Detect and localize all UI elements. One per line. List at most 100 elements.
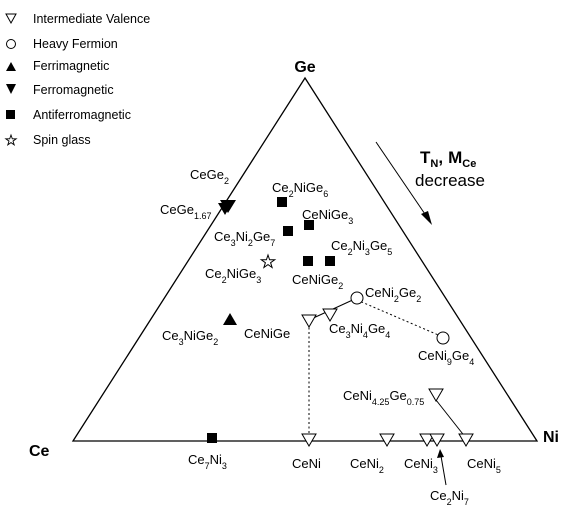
- formula-text: CeNi: [365, 285, 394, 300]
- formula-text: Ge: [370, 238, 387, 253]
- formula-subscript: 4: [469, 357, 474, 367]
- marker-ce2nige3: [259, 253, 277, 269]
- formula-subscript: 9: [447, 357, 452, 367]
- ternary-triangle: [71, 76, 539, 442]
- compound-label: Ce7Ni3: [188, 452, 227, 471]
- pointer-ce2ni7-head: [437, 449, 444, 458]
- compound-label: Ce3Ni4Ge4: [329, 321, 390, 340]
- formula-text: NiGe: [227, 266, 257, 281]
- compound-label: Ce2Ni3Ge5: [331, 238, 392, 257]
- formula-text: Ge: [452, 348, 469, 363]
- legend-marker-antiferromagnetic: [6, 110, 15, 119]
- legend-marker-ferrimagnetic: [6, 62, 16, 71]
- compound-label: CeNi: [292, 456, 321, 471]
- compound-label: CeNiGe3: [302, 207, 353, 226]
- legend-marker-spin-glass: [4, 133, 18, 147]
- formula-text: Ge: [253, 229, 270, 244]
- legend-label: Heavy Fermion: [33, 37, 118, 51]
- legend-marker-intermediate-valence: [5, 13, 17, 25]
- formula-subscript: 2: [222, 275, 227, 285]
- compound-label: Ce2Ni7: [430, 488, 469, 507]
- formula-text: Ni: [236, 229, 248, 244]
- formula-subscript: 3: [179, 337, 184, 347]
- formula-text: CeNiGe: [244, 326, 290, 341]
- formula-text: CeGe: [190, 167, 224, 182]
- compound-label: CeNi3: [404, 456, 438, 475]
- marker-ceni3-b: [429, 433, 445, 447]
- formula-text: CeNi: [292, 456, 321, 471]
- marker-ce3ni2ge7: [283, 226, 293, 236]
- compound-label: Ce2NiGe3: [205, 266, 261, 285]
- formula-text: CeNiGe: [302, 207, 348, 222]
- formula-subscript: 2: [348, 247, 353, 257]
- formula-text: Ni: [351, 321, 363, 336]
- formula-text: Ni: [353, 238, 365, 253]
- trend-arrow-shaft: [375, 141, 430, 221]
- tie-line-ceni425-ceni5: [435, 399, 467, 439]
- formula-text: Ce: [272, 180, 289, 195]
- marker-cege167: [218, 203, 232, 215]
- formula-subscript: 4: [363, 330, 368, 340]
- marker-ceni9ge4: [436, 331, 450, 345]
- formula-text: CeNi: [404, 456, 433, 471]
- formula-subscript: 2: [416, 294, 421, 304]
- formula-text: Ge: [399, 285, 416, 300]
- legend-label: Ferrimagnetic: [33, 59, 109, 73]
- formula-text: Ge: [389, 388, 406, 403]
- formula-subscript: 5: [387, 247, 392, 257]
- formula-text: Ni: [452, 488, 464, 503]
- formula-subscript: 1.67: [194, 211, 212, 221]
- compound-label: CeGe1.67: [160, 202, 212, 221]
- compound-label: CeNi2Ge2: [365, 285, 421, 304]
- formula-subscript: 2: [379, 465, 384, 475]
- marker-ce2nige6: [277, 197, 287, 207]
- compound-label: Ce2NiGe6: [272, 180, 328, 199]
- formula-text: CeNi: [350, 456, 379, 471]
- legend-marker-ferromagnetic: [6, 84, 16, 94]
- compound-label: CeNi2: [350, 456, 384, 475]
- trend-label-tn-mce: TN,MCe: [420, 148, 476, 170]
- formula-text: Ce: [205, 266, 222, 281]
- legend-label: Spin glass: [33, 133, 91, 147]
- compound-label: Ce3NiGe2: [162, 328, 218, 347]
- formula-subscript: 7: [205, 461, 210, 471]
- formula-text: CeNi: [343, 388, 372, 403]
- compound-label: CeNi5: [467, 456, 501, 475]
- vertex-label-ce: Ce: [29, 443, 50, 460]
- formula-subscript: 2: [248, 238, 253, 248]
- marker-ce3ni4ge4: [322, 308, 338, 322]
- formula-text: Ce: [214, 229, 231, 244]
- formula-subscript: 4: [385, 330, 390, 340]
- formula-text: NiGe: [294, 180, 324, 195]
- formula-subscript: 2: [289, 189, 294, 199]
- formula-subscript: 3: [365, 247, 370, 257]
- formula-text: CeNi: [418, 348, 447, 363]
- trend-label-decrease: decrease: [415, 171, 485, 190]
- marker-cenige2: [303, 256, 313, 266]
- data-markers: [207, 197, 474, 486]
- marker-ceni2: [379, 433, 395, 447]
- formula-subscript: 5: [496, 465, 501, 475]
- marker-ceni2ge2: [350, 291, 364, 305]
- tie-line-ceni2ge2-ceni9ge4: [356, 299, 444, 338]
- formula-subscript: 3: [256, 275, 261, 285]
- marker-ceni: [301, 433, 317, 447]
- formula-subscript: 3: [222, 461, 227, 471]
- formula-text: Ce: [430, 488, 447, 503]
- formula-text: Ce: [188, 452, 205, 467]
- formula-text: NiGe: [184, 328, 214, 343]
- vertex-label-ni: Ni: [543, 429, 559, 446]
- formula-subscript: 4.25: [372, 397, 390, 407]
- compound-label: CeNi4.25Ge0.75: [343, 388, 424, 407]
- legend-marker-heavy-fermion: [6, 39, 16, 49]
- formula-text: CeGe: [160, 202, 194, 217]
- legend: Intermediate Valence Heavy Fermion Ferri…: [4, 12, 150, 147]
- marker-ce3nige2: [223, 313, 237, 325]
- formula-subscript: 2: [338, 281, 343, 291]
- formula-subscript: 2: [394, 294, 399, 304]
- marker-ce2ni3ge5: [325, 256, 335, 266]
- vertex-label-ge: Ge: [294, 59, 315, 76]
- formula-subscript: 6: [323, 189, 328, 199]
- formula-subscript: 3: [348, 216, 353, 226]
